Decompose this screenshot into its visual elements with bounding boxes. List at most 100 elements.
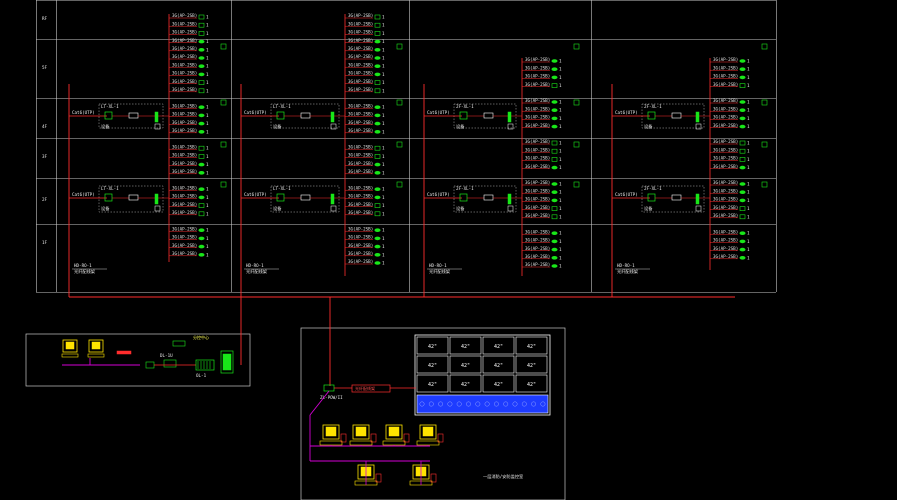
corner-marker bbox=[396, 141, 403, 148]
device-count: 1 bbox=[206, 211, 209, 216]
wifi-ap-icon bbox=[739, 231, 746, 235]
device-count: 1 bbox=[206, 195, 209, 200]
wifi-ap-icon bbox=[551, 165, 558, 170]
console-screen bbox=[355, 426, 367, 437]
device-count: 1 bbox=[382, 195, 385, 200]
device-count: 1 bbox=[206, 203, 209, 208]
corner-marker bbox=[761, 181, 768, 188]
monitoring-room-frame bbox=[300, 327, 566, 500]
device-label: 3G(AP-2SB) bbox=[348, 144, 373, 149]
device-label: 3G(AP-2SB) bbox=[172, 103, 197, 108]
device-count: 1 bbox=[747, 67, 750, 72]
device-label: 3G(AP-2SB) bbox=[348, 153, 373, 158]
wifi-ap-icon bbox=[374, 244, 381, 249]
patch-panel bbox=[300, 194, 311, 201]
server-icon bbox=[507, 123, 514, 130]
device-count: 1 bbox=[206, 187, 209, 192]
device-label: 3G(AP-2SB) bbox=[348, 103, 373, 108]
console-pc bbox=[430, 473, 437, 483]
feed-label: Cat6(UTP) bbox=[72, 110, 95, 115]
video-wall-size: 42" bbox=[428, 344, 437, 350]
device-label: 3G(AP-2SB) bbox=[525, 115, 550, 120]
device-label: 3G(AP-2SB) bbox=[713, 123, 738, 128]
ups-icon bbox=[507, 111, 512, 123]
device-count: 1 bbox=[559, 231, 562, 236]
device-count: 1 bbox=[559, 247, 562, 252]
corner-marker bbox=[220, 43, 227, 50]
closet-sub-label: 设备 bbox=[456, 123, 465, 130]
closet-label: LT-XL-1 bbox=[101, 104, 119, 109]
device-count: 1 bbox=[559, 100, 562, 105]
workstation-monitor bbox=[88, 339, 104, 353]
network-port-icon bbox=[198, 88, 205, 94]
device-label: 3G(AP-2SB) bbox=[713, 197, 738, 202]
device-label: 3G(AP-2SB) bbox=[713, 213, 738, 218]
device-count: 1 bbox=[206, 88, 209, 93]
device-label: 3G(AP-2SB) bbox=[713, 205, 738, 210]
device-label: 3G(AP-2SB) bbox=[348, 87, 373, 92]
patch-panel bbox=[483, 112, 494, 119]
switch-icon bbox=[647, 111, 656, 120]
device-label: 3G(AP-2SB) bbox=[348, 112, 373, 117]
patch-panel bbox=[128, 194, 139, 201]
device-count: 1 bbox=[206, 121, 209, 126]
base-dot bbox=[419, 401, 425, 407]
device-count: 1 bbox=[559, 75, 562, 80]
network-port-icon bbox=[739, 214, 746, 220]
closet-label: 2F-XL-1 bbox=[644, 104, 662, 109]
device-count: 1 bbox=[559, 59, 562, 64]
network-port-icon bbox=[374, 80, 381, 85]
workstation-screen bbox=[65, 341, 75, 350]
wifi-ap-icon bbox=[198, 187, 205, 191]
wifi-ap-icon bbox=[551, 239, 558, 244]
device-count: 1 bbox=[206, 47, 209, 52]
device-label: 3G(AP-2SB) bbox=[172, 30, 197, 35]
fiber-patch-box bbox=[351, 384, 391, 393]
monitoring-room: 42"42"42"42"42"42"42"42"42"42"42"42"ZL-P… bbox=[309, 334, 551, 486]
patch-panel bbox=[671, 194, 682, 201]
console-keyboard bbox=[416, 440, 440, 446]
ups-icon bbox=[695, 193, 700, 205]
device-count: 1 bbox=[559, 182, 562, 187]
device-count: 1 bbox=[747, 59, 750, 64]
device-label: 3G(AP-2SB) bbox=[348, 79, 373, 84]
cabinet-label: HD-RO-1 bbox=[429, 263, 447, 268]
wifi-ap-icon bbox=[739, 247, 746, 252]
workstation-keyboard bbox=[87, 353, 105, 358]
wifi-ap-icon bbox=[739, 165, 746, 170]
device-label: 3G(AP-2SB) bbox=[172, 128, 197, 133]
device-label: 3G(AP-2SB) bbox=[713, 147, 738, 152]
device-label: 3G(AP-2SB) bbox=[713, 164, 738, 169]
device-label: 3G(AP-2SB) bbox=[172, 235, 197, 240]
video-wall-size: 42" bbox=[527, 382, 536, 388]
sub-control-title: 分控中心 bbox=[193, 334, 209, 340]
converter-icon bbox=[145, 361, 155, 369]
wifi-ap-icon bbox=[198, 253, 205, 257]
device-label: 3G(AP-2SB) bbox=[713, 156, 738, 161]
video-wall-size: 42" bbox=[461, 344, 470, 350]
device-count: 1 bbox=[382, 31, 385, 36]
core-rack bbox=[220, 350, 234, 374]
video-wall-cell bbox=[416, 336, 449, 355]
console-screen bbox=[422, 426, 434, 437]
device-count: 1 bbox=[382, 105, 385, 110]
console-monitor bbox=[352, 424, 370, 440]
device-label: 3G(AP-2SB) bbox=[713, 106, 738, 111]
device-label: 3G(AP-2SB) bbox=[525, 123, 550, 128]
wifi-ap-icon bbox=[374, 253, 381, 257]
device-count: 1 bbox=[206, 64, 209, 69]
video-wall-base bbox=[416, 394, 549, 414]
device-label: 3G(AP-2SB) bbox=[525, 205, 550, 210]
device-label: 3G(AP-2SB) bbox=[525, 213, 550, 218]
cabinet-note: 光纤配线架 bbox=[74, 268, 95, 275]
device-label: 3G(AP-2SB) bbox=[525, 164, 550, 169]
wifi-ap-icon bbox=[198, 121, 205, 126]
video-wall-cell bbox=[416, 355, 449, 374]
floor-grid bbox=[25, 0, 777, 500]
device-count: 1 bbox=[382, 261, 385, 266]
console-keyboard bbox=[349, 440, 373, 446]
wiring-lines bbox=[68, 84, 735, 386]
switch-caption: ZL-POW/II bbox=[320, 395, 343, 400]
device-count: 1 bbox=[206, 236, 209, 241]
sub-control-frame bbox=[25, 333, 251, 387]
